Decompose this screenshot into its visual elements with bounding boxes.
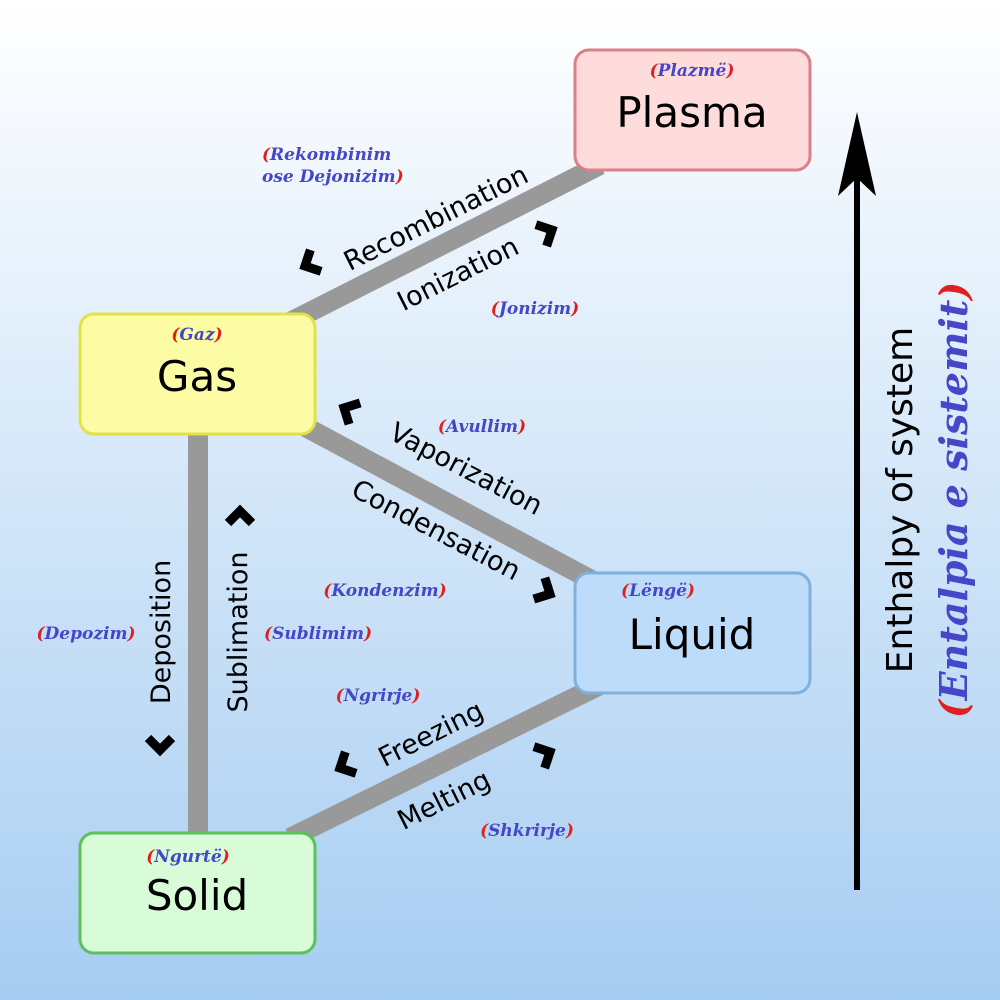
solid-label: Solid — [146, 871, 248, 920]
sublimation-alt: (Sublimim) — [264, 624, 372, 644]
chevron-down-right-icon — [532, 576, 556, 604]
ionization-alt: (Jonizim) — [491, 299, 579, 319]
gas-box — [78, 312, 317, 436]
freezing-alt: (Ngrirje) — [336, 686, 421, 706]
chevron-up-left-icon — [338, 398, 362, 426]
chevron-up-icon — [224, 504, 256, 527]
plasma-alt: (Plazmë) — [650, 61, 735, 81]
chevron-right-icon — [532, 742, 556, 770]
gas-alt: (Gaz) — [171, 325, 222, 345]
liquid-alt: (Lëngë) — [621, 581, 695, 601]
state-plasma: (Plazmë) Plasma — [573, 48, 812, 172]
enthalpy-label: Enthalpy of system — [880, 327, 921, 673]
enthalpy-alt: (Entalpia e sistemit) — [931, 282, 976, 719]
chevron-left-icon — [334, 750, 358, 778]
chevron-right-icon — [534, 220, 558, 248]
recombination-alt-line2: ose Dejonizim) — [262, 167, 404, 187]
melting-alt: (Shkrirje) — [480, 821, 574, 841]
chevron-down-icon — [144, 734, 176, 757]
edge-solid-liquid — [285, 676, 605, 847]
edge-gas-liquid — [295, 415, 600, 591]
state-gas: (Gaz) Gas — [78, 312, 317, 436]
edge-gas-plasma — [285, 156, 605, 331]
arrow-up-icon — [838, 112, 876, 196]
liquid-label: Liquid — [629, 610, 756, 659]
condensation-alt: (Kondenzim) — [323, 581, 446, 601]
state-solid: (Ngurtë) Solid — [78, 831, 317, 955]
deposition-label: Deposition — [146, 560, 177, 704]
liquid-box — [573, 571, 812, 695]
solid-alt: (Ngurtë) — [146, 847, 230, 867]
plasma-box — [573, 48, 812, 172]
vaporization-alt: (Avullim) — [438, 417, 526, 437]
plasma-label: Plasma — [616, 88, 767, 137]
deposition-alt: (Depozim) — [37, 624, 136, 644]
sublimation-label: Sublimation — [223, 552, 254, 713]
state-liquid: (Lëngë) Liquid — [573, 571, 812, 695]
chevron-left-icon — [299, 248, 323, 276]
gas-label: Gas — [157, 352, 237, 401]
solid-box — [78, 831, 317, 955]
recombination-alt-line1: (Rekombinim — [262, 145, 391, 165]
